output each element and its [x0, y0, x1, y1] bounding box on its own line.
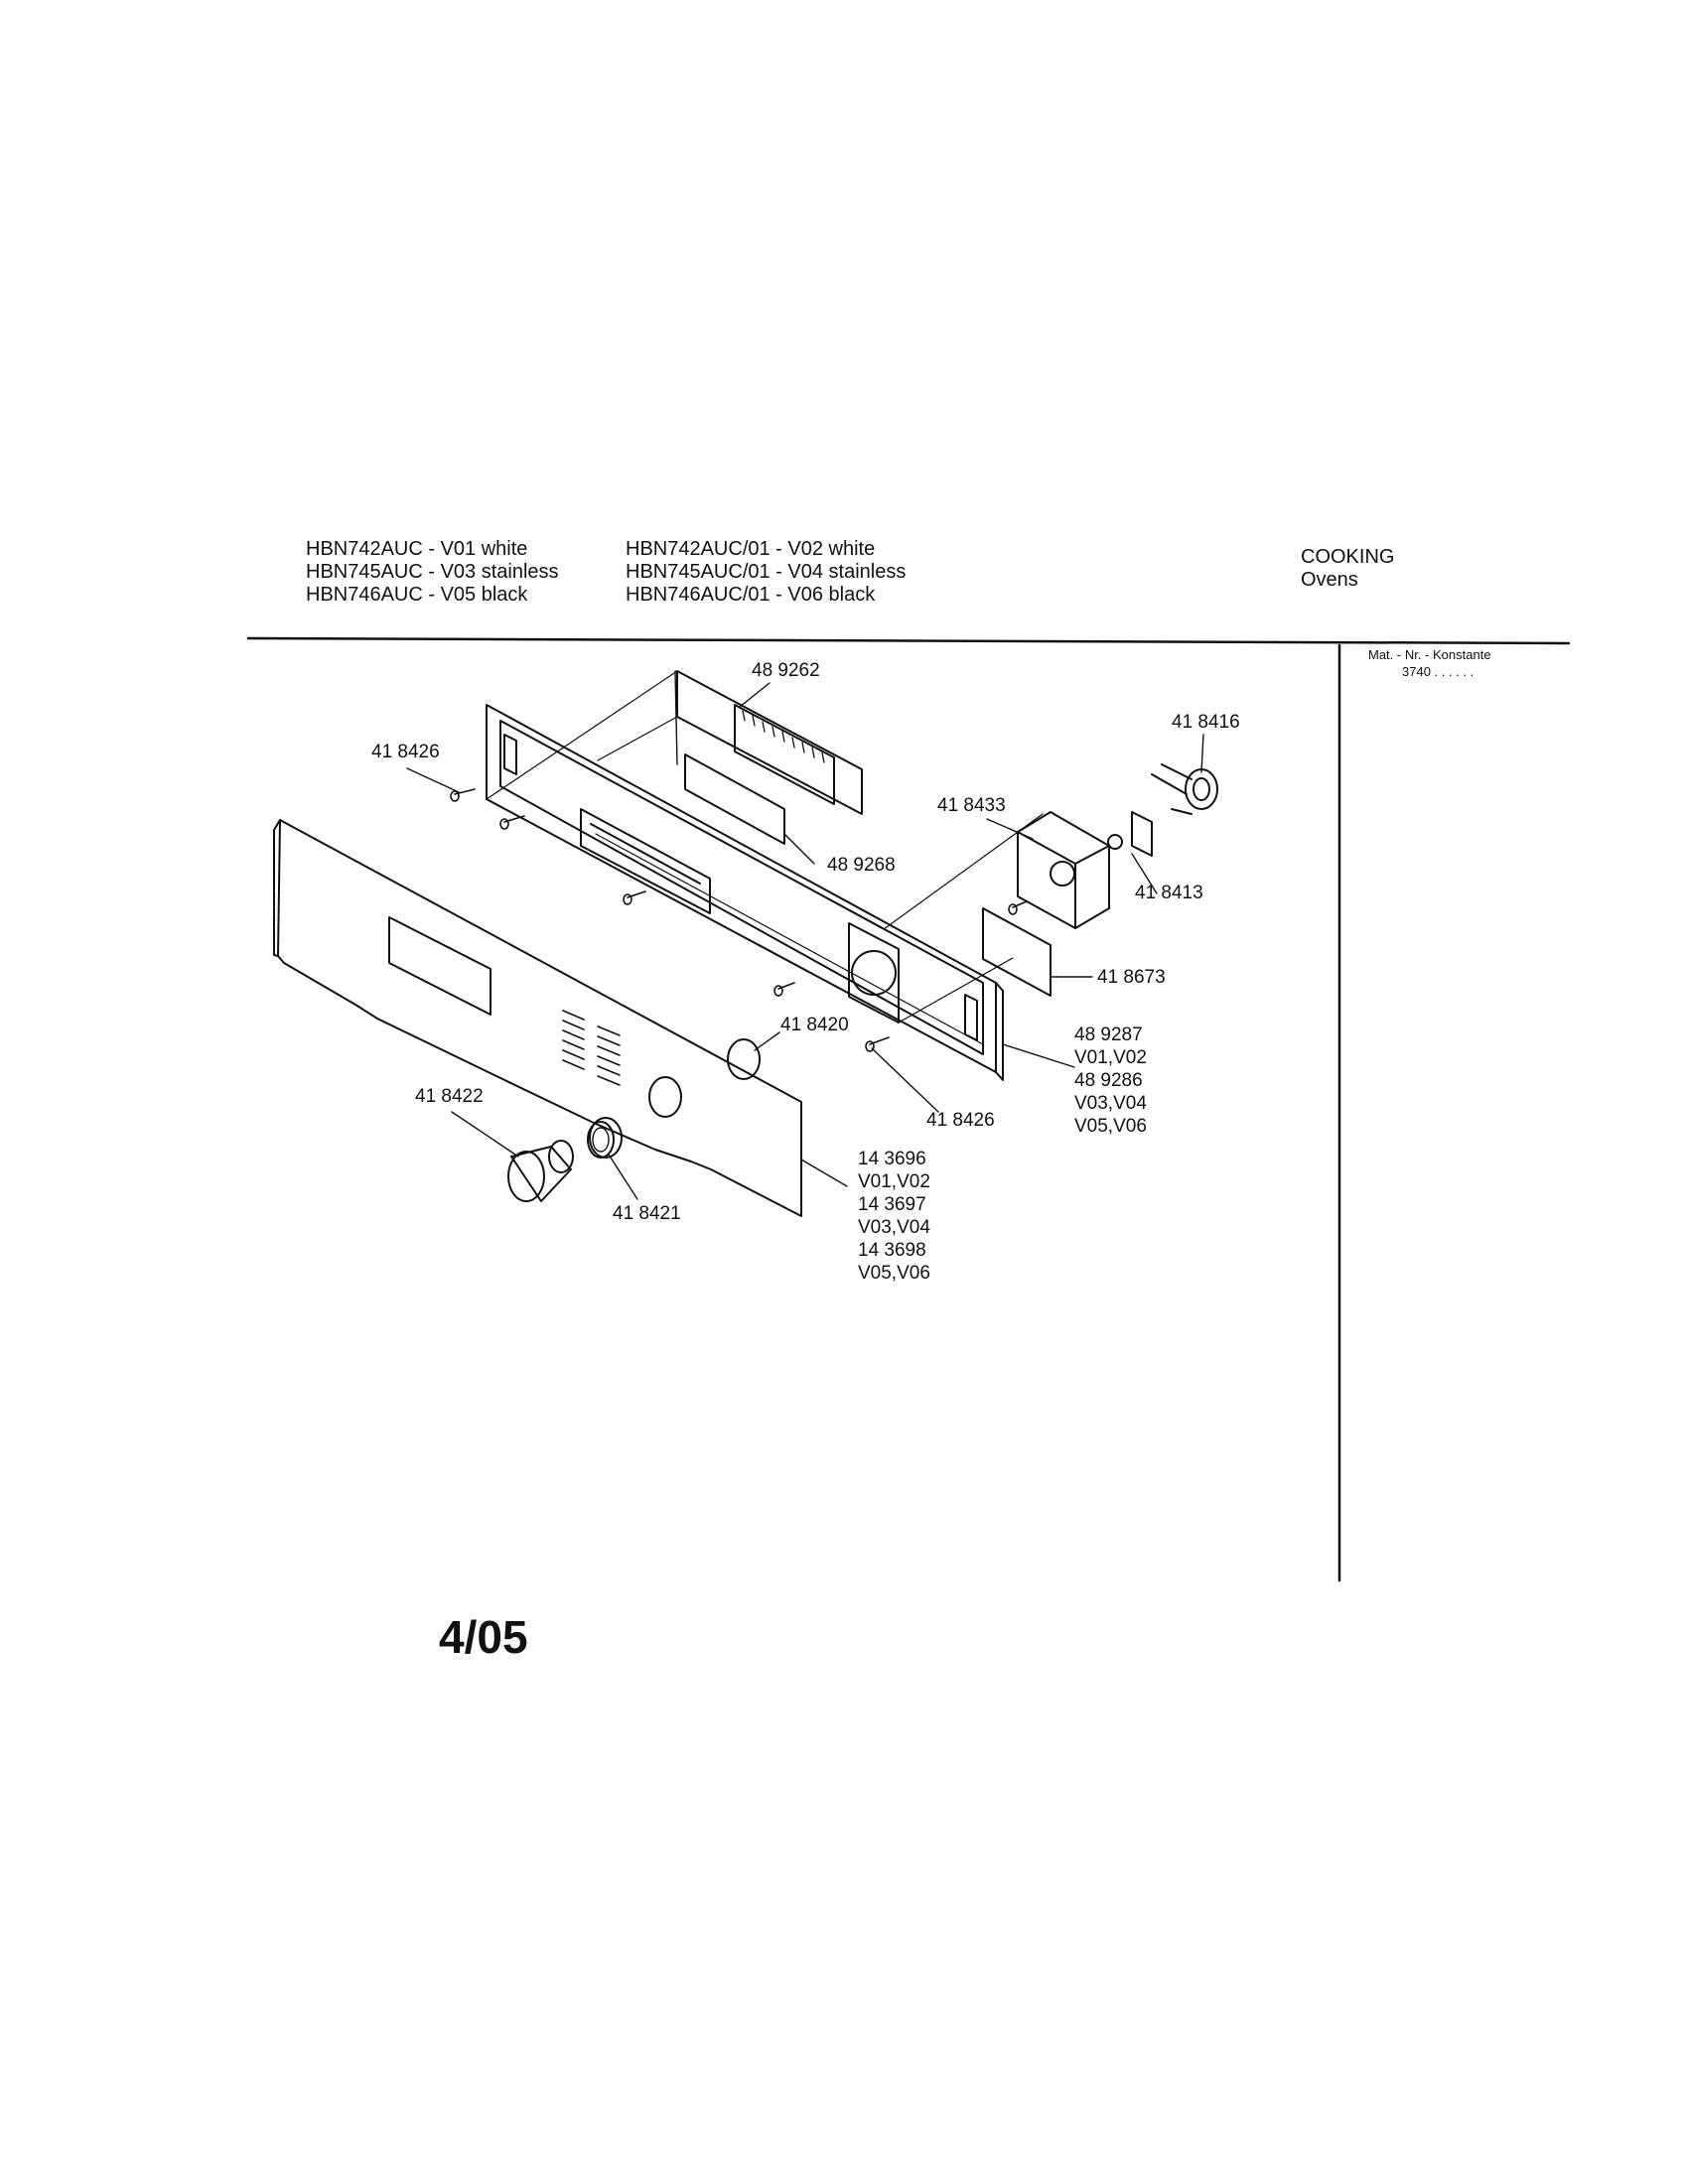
model-line: HBN745AUC/01 - V04 stainless [626, 561, 907, 583]
rear-frame [486, 704, 1004, 1081]
variant-line: V01,V02 [1074, 1047, 1147, 1068]
knob-ring-inner [592, 1127, 610, 1153]
model-line: HBN742AUC/01 - V02 white [626, 538, 876, 560]
variant-line: 48 9287 [1074, 1024, 1143, 1045]
material-number-label: Mat. - Nr. - Konstante [1368, 647, 1491, 662]
callout-418422: 41 8422 [415, 1086, 484, 1107]
control-knob [507, 1140, 574, 1202]
callout-418426-lower: 41 8426 [926, 1110, 995, 1131]
category-label: COOKING [1301, 546, 1395, 568]
switch-housing [1017, 811, 1110, 929]
assembly-lines [486, 670, 1044, 1024]
variant-line: V05,V06 [1074, 1116, 1147, 1137]
leader-lines [406, 682, 1204, 1200]
variant-line: V03,V04 [858, 1217, 930, 1238]
callout-418421: 41 8421 [613, 1203, 681, 1224]
variant-line: 48 9286 [1074, 1070, 1143, 1091]
callout-418673: 41 8673 [1097, 967, 1166, 988]
callout-418433: 41 8433 [937, 795, 1006, 816]
callout-418416: 41 8416 [1172, 712, 1240, 733]
model-line: HBN746AUC/01 - V06 black [626, 584, 876, 606]
circuit-board [674, 670, 863, 815]
variant-line: V01,V02 [858, 1171, 930, 1192]
callout-489262: 48 9262 [752, 660, 820, 681]
page-code: 4/05 [439, 1611, 528, 1663]
o-ring [727, 1038, 761, 1080]
model-line: HBN746AUC - V05 black [306, 584, 528, 606]
rotary-switch [1151, 763, 1218, 815]
material-number-value: 3740 . . . . . . [1402, 664, 1474, 679]
cover-plate [982, 907, 1052, 997]
model-line: HBN745AUC - V03 stainless [306, 561, 559, 583]
front-panel [273, 819, 802, 1217]
header-rule [246, 636, 1571, 645]
display-glass [684, 753, 785, 845]
variant-line: V05,V06 [858, 1263, 930, 1284]
variant-line: V03,V04 [1074, 1093, 1147, 1114]
variant-line: 14 3697 [858, 1194, 926, 1215]
subcategory-label: Ovens [1301, 569, 1358, 591]
mounting-bracket [1107, 811, 1153, 857]
variant-line: 14 3696 [858, 1149, 926, 1169]
knob-ring [587, 1121, 615, 1159]
callout-418420: 41 8420 [780, 1015, 849, 1035]
screws [450, 788, 1028, 1052]
model-line: HBN742AUC - V01 white [306, 538, 528, 560]
callout-489268: 48 9268 [827, 855, 896, 876]
callout-418413: 41 8413 [1135, 883, 1203, 903]
variant-line: 14 3698 [858, 1240, 926, 1261]
callout-418426-upper: 41 8426 [371, 742, 440, 762]
